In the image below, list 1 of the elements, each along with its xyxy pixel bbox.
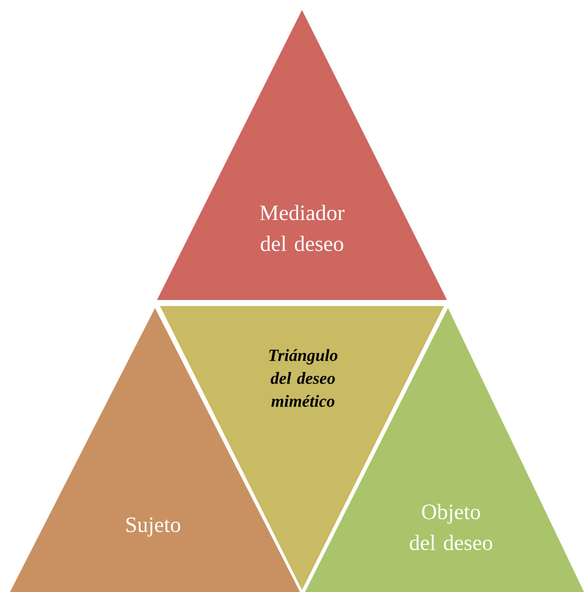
triangle: Mediador del deseo xyxy=(157,10,447,300)
